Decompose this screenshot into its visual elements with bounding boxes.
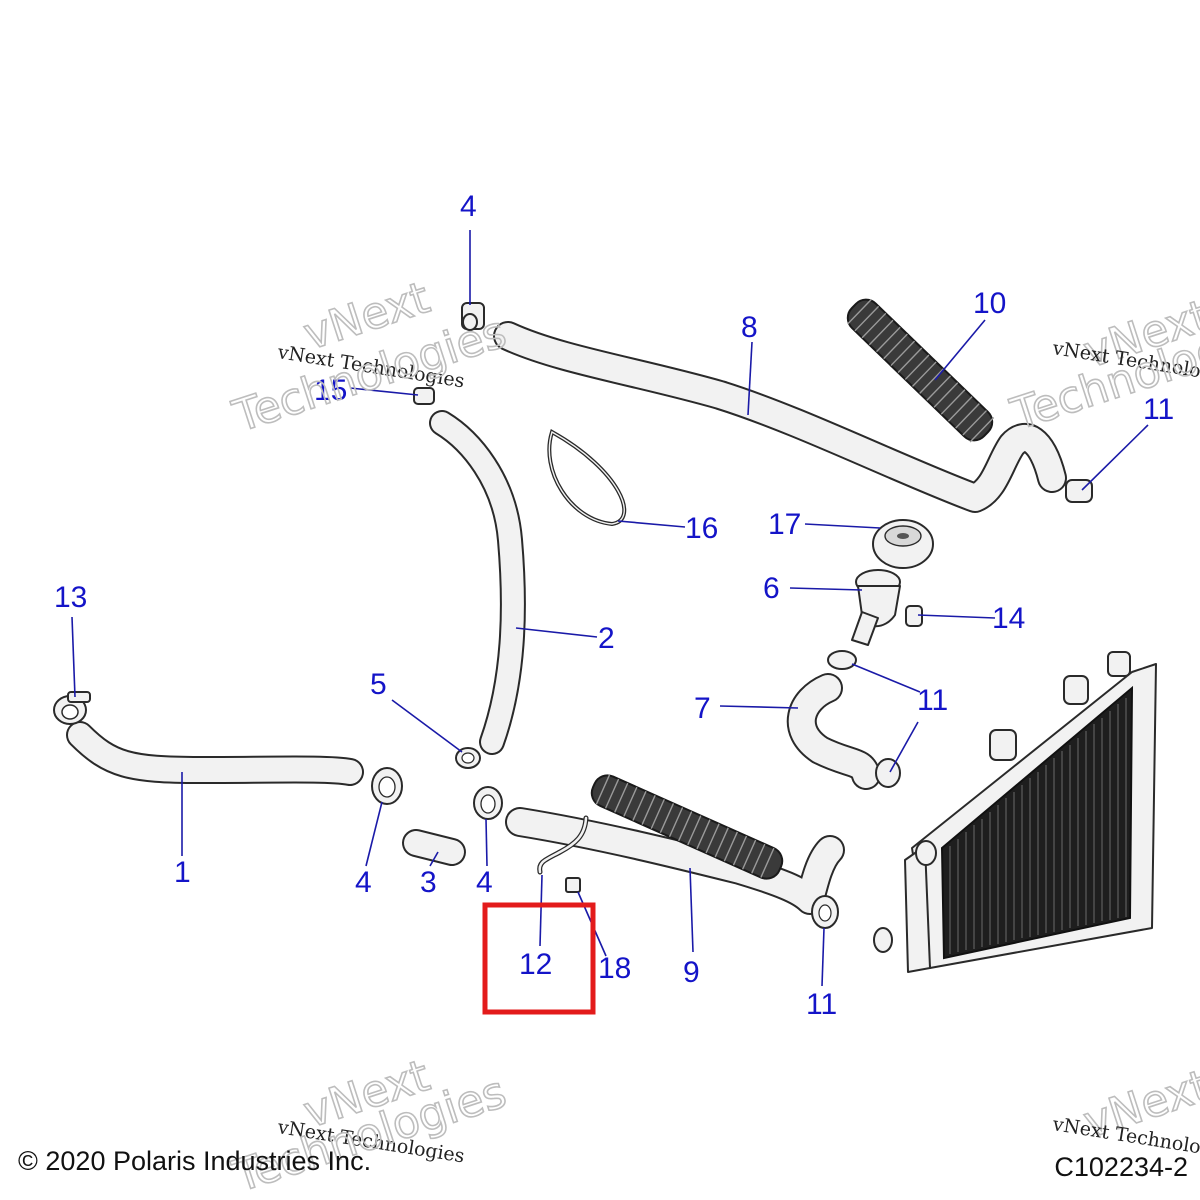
sleeve-9	[590, 774, 784, 880]
clamp-4-top	[461, 302, 485, 331]
clamp-15	[413, 387, 435, 405]
callout-4-right: 4	[476, 866, 493, 899]
clamp-11-mid	[827, 650, 857, 670]
bracket-12	[537, 815, 589, 875]
callout-numbers: 1 2 3 4 4 4 5 6 7 8 9 10 11 11 11 12 13 …	[54, 190, 1174, 1021]
callout-16: 16	[685, 512, 718, 545]
callout-9: 9	[683, 956, 700, 989]
callout-6: 6	[763, 572, 780, 605]
figure-id: C102234-2	[1054, 1152, 1188, 1182]
strap-16	[547, 429, 627, 527]
clamp-4-right	[473, 786, 503, 820]
hose-1	[66, 721, 364, 786]
fastener-18	[565, 877, 581, 893]
clamp-4-left	[371, 767, 403, 805]
copyright-text: © 2020 Polaris Industries Inc.	[18, 1146, 372, 1176]
callout-10: 10	[973, 287, 1006, 320]
radiator	[873, 651, 1157, 973]
callout-4-left: 4	[355, 866, 372, 899]
callout-3: 3	[420, 866, 437, 899]
callout-14: 14	[992, 602, 1025, 635]
clamp-11-lower	[875, 758, 901, 788]
clamp-14	[905, 605, 923, 627]
filler-neck-6	[851, 569, 901, 646]
highlight-box	[482, 902, 596, 1015]
leader-lines	[71, 230, 1149, 987]
callout-15: 15	[314, 374, 347, 407]
radiator-cap-17	[872, 519, 934, 569]
callout-11-bottom: 11	[806, 988, 837, 1021]
clamp-5	[455, 747, 481, 769]
callout-11-mid: 11	[917, 684, 948, 717]
callout-17: 17	[768, 508, 801, 541]
callout-13: 13	[54, 581, 87, 614]
callout-4-top: 4	[460, 190, 477, 223]
clamp-13	[53, 691, 91, 725]
clamp-11-bottom	[811, 895, 839, 929]
callout-8: 8	[741, 311, 758, 344]
callout-5: 5	[370, 668, 387, 701]
hose-8	[493, 321, 1067, 513]
hose-7	[786, 673, 881, 790]
watermark-bottom-left: vNext vNext Technologies Technologies	[226, 1049, 513, 1200]
callout-1: 1	[174, 856, 191, 889]
watermark-bottom-right: vNext vNext Technologies	[1050, 1059, 1200, 1164]
callout-18: 18	[598, 952, 631, 985]
tube-3	[402, 829, 466, 866]
callout-12: 12	[519, 948, 552, 981]
hose-2	[429, 410, 526, 755]
sleeve-10	[846, 298, 995, 443]
callout-7: 7	[694, 692, 711, 725]
callout-2: 2	[598, 622, 615, 655]
callout-11-top: 11	[1143, 393, 1174, 426]
